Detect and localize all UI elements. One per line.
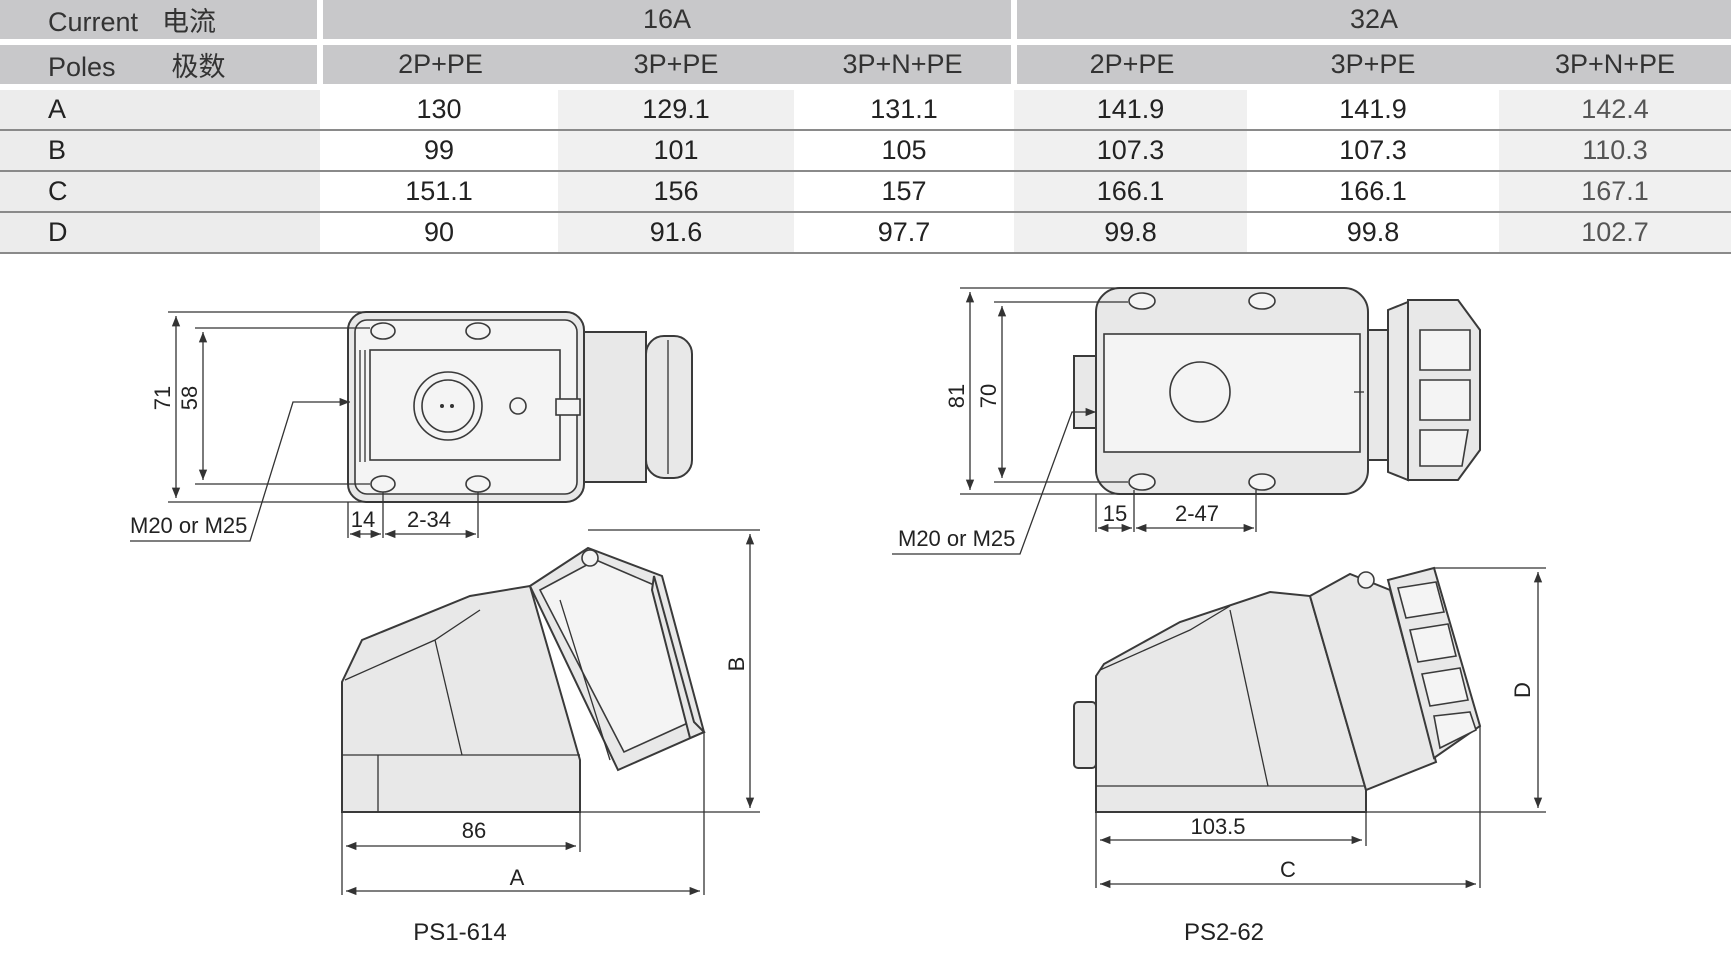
table-cell: 102.7 (1499, 212, 1731, 254)
table-cell: 99 (320, 130, 558, 172)
dim-height-inner: 70 (976, 384, 1001, 408)
dim-gland: M20 or M25 (130, 513, 247, 538)
dim-holes: 2-34 (407, 507, 451, 532)
model-label-ps2: PS2-62 (1184, 919, 1264, 946)
dim-height-outer: 81 (944, 384, 969, 408)
ps1-side-view (341, 546, 706, 813)
ps1-top-dimensions: 71 58 M20 or M25 14 2-34 (130, 311, 479, 542)
table-cell: 99.8 (1247, 212, 1499, 254)
table-cell: 97.7 (794, 212, 1014, 254)
ps2-top-view (1073, 287, 1481, 495)
table-cell: 166.1 (1247, 171, 1499, 213)
dimension-table: Current 电流 16A 32A Poles 极数 2P+PE 3P+PE 3P… (0, 0, 1731, 254)
table-row: C 151.1 156 157 166.1 166.1 167.1 (0, 171, 1731, 213)
dim-d: D (1510, 682, 1535, 698)
table-header-current: Current 电流 16A 32A (0, 0, 1731, 45)
dim-base: 103.5 (1190, 814, 1245, 839)
pole-header: 2P+PE (317, 42, 558, 90)
pole-header: 3P+PE (1247, 42, 1499, 90)
ps2-top-dimensions: 81 70 M20 or M25 15 2-47 (892, 287, 1257, 555)
dim-base: 86 (462, 818, 486, 843)
dim-holes: 2-47 (1175, 501, 1219, 526)
table-cell: 130 (320, 87, 558, 131)
table-cell: 141.9 (1014, 87, 1247, 131)
row-label: A (0, 87, 320, 131)
table-cell: 90 (320, 212, 558, 254)
ps2-side-view (1073, 566, 1482, 813)
table-cell: 110.3 (1499, 130, 1731, 172)
poles-label: Poles (48, 52, 116, 82)
group-16a: 16A (317, 0, 1014, 45)
table-row: A 130 129.1 131.1 141.9 141.9 142.4 (0, 87, 1731, 131)
table-row: D 90 91.6 97.7 99.8 99.8 102.7 (0, 212, 1731, 254)
table-cell: 142.4 (1499, 87, 1731, 131)
group-32a: 32A (1011, 0, 1731, 45)
table-row: B 99 101 105 107.3 107.3 110.3 (0, 130, 1731, 172)
model-label-ps1: PS1-614 (413, 919, 506, 946)
table-cell: 105 (794, 130, 1014, 172)
table-cell: 151.1 (320, 171, 558, 213)
table-cell: 131.1 (794, 87, 1014, 131)
table-cell: 156 (558, 171, 794, 213)
table-cell: 141.9 (1247, 87, 1499, 131)
row-label: C (0, 171, 320, 213)
dim-height-inner: 58 (177, 386, 202, 410)
table-cell: 101 (558, 130, 794, 172)
pole-header: 2P+PE (1011, 42, 1247, 90)
table-cell: 129.1 (558, 87, 794, 131)
table-cell: 107.3 (1247, 130, 1499, 172)
poles-label-cell: Poles 极数 (0, 42, 320, 90)
current-label-cell: Current 电流 (0, 0, 320, 45)
dim-a: A (510, 865, 525, 890)
ps1-side-dimensions: B 86 A PS1-614 (341, 529, 760, 946)
pole-header: 3P+PE (558, 42, 794, 90)
table-cell: 167.1 (1499, 171, 1731, 213)
current-label: Current (48, 7, 139, 37)
table-cell: 107.3 (1014, 130, 1247, 172)
dim-b: B (724, 657, 749, 672)
row-label: B (0, 130, 320, 172)
dim-offset: 14 (351, 507, 375, 532)
dim-gland: M20 or M25 (898, 526, 1015, 551)
dim-offset: 15 (1103, 501, 1127, 526)
ps1-top-view (347, 311, 693, 503)
pole-header: 3P+N+PE (794, 42, 1014, 90)
table-cell: 157 (794, 171, 1014, 213)
row-label: D (0, 212, 320, 254)
dim-height-outer: 71 (150, 386, 175, 410)
dim-c: C (1280, 857, 1296, 882)
pole-header: 3P+N+PE (1499, 42, 1731, 90)
current-label-cn: 电流 (162, 7, 217, 37)
ps2-side-dimensions: D 103.5 C PS2-62 (1095, 567, 1546, 946)
table-cell: 99.8 (1014, 212, 1247, 254)
table-cell: 166.1 (1014, 171, 1247, 213)
table-cell: 91.6 (558, 212, 794, 254)
poles-label-cn: 极数 (171, 52, 226, 82)
